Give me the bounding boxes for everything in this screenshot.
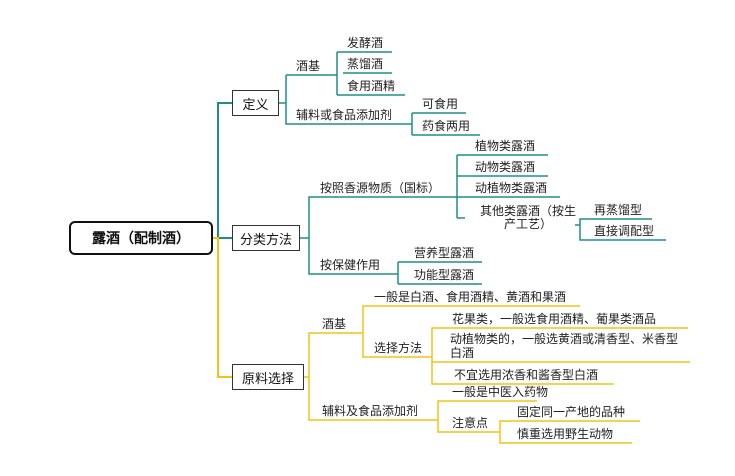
connector-definition-children bbox=[279, 74, 293, 125]
connector-mat-base-items bbox=[362, 305, 369, 358]
connector-classification-children bbox=[300, 196, 316, 275]
other-item-1: 再蒸馏型 bbox=[594, 203, 643, 217]
method-item-2: 动植物类的，一般选黄酒或清香型、米香型白酒 bbox=[450, 332, 679, 360]
connector-notes-items bbox=[499, 420, 507, 444]
connector-health-items bbox=[397, 261, 406, 285]
method-label: 选择方法 bbox=[374, 341, 423, 355]
root-node[interactable]: 露酒（配制酒） bbox=[69, 221, 213, 255]
notes-item-2: 慎重选用野生动物 bbox=[517, 427, 614, 441]
source-item-1: 植物类露酒 bbox=[475, 139, 536, 153]
health-item-1: 营养型露酒 bbox=[414, 246, 475, 260]
notes-item-1: 固定同一产地的品种 bbox=[517, 405, 626, 419]
branch-classification[interactable]: 分类方法 bbox=[232, 225, 300, 251]
mat-additives-label: 辅料及食品添加剂 bbox=[322, 404, 419, 418]
connector-root-definition bbox=[213, 102, 232, 239]
by-health-label: 按保健作用 bbox=[320, 258, 381, 272]
mat-additives-general: 一般是中医入药物 bbox=[452, 385, 549, 399]
def-additives-label: 辅料或食品添加剂 bbox=[296, 108, 393, 122]
by-source-label: 按照香源物质（国标） bbox=[320, 181, 441, 195]
source-other-label: 其他类露酒（按生产工艺） bbox=[480, 204, 577, 231]
connector-other-items bbox=[575, 218, 586, 241]
connector-root-materials bbox=[213, 237, 232, 378]
source-item-3: 动植物类露酒 bbox=[475, 181, 548, 195]
notes-label: 注意点 bbox=[452, 416, 489, 430]
connector-method-items bbox=[431, 327, 438, 385]
mat-base-label: 酒基 bbox=[322, 317, 347, 331]
mat-base-general: 一般是白酒、食用酒精、黄酒和果酒 bbox=[374, 290, 567, 304]
connector-def-additive-items bbox=[411, 112, 418, 136]
branch-definition[interactable]: 定义 bbox=[232, 90, 279, 116]
method-item-3: 不宜选用浓香和酱香型白酒 bbox=[454, 368, 599, 382]
other-item-2: 直接调配型 bbox=[594, 224, 655, 238]
def-additive-item-1: 可食用 bbox=[422, 97, 459, 111]
connector-source-items bbox=[456, 154, 465, 219]
connector-def-base-items bbox=[336, 51, 343, 96]
def-base-item-2: 蒸馏酒 bbox=[347, 57, 384, 71]
def-additive-item-2: 药食两用 bbox=[422, 119, 471, 133]
def-base-item-1: 发酵酒 bbox=[347, 36, 384, 50]
source-item-2: 动物类露酒 bbox=[475, 160, 536, 174]
connector-mat-additive-items bbox=[437, 400, 444, 433]
branch-materials[interactable]: 原料选择 bbox=[232, 364, 304, 390]
def-base-item-3: 食用酒精 bbox=[347, 79, 396, 93]
connector-materials-children bbox=[304, 332, 316, 421]
def-base-label: 酒基 bbox=[296, 59, 321, 73]
health-item-2: 功能型露酒 bbox=[414, 268, 475, 282]
method-item-1: 花果类，一般选食用酒精、葡果类酒品 bbox=[452, 312, 657, 326]
